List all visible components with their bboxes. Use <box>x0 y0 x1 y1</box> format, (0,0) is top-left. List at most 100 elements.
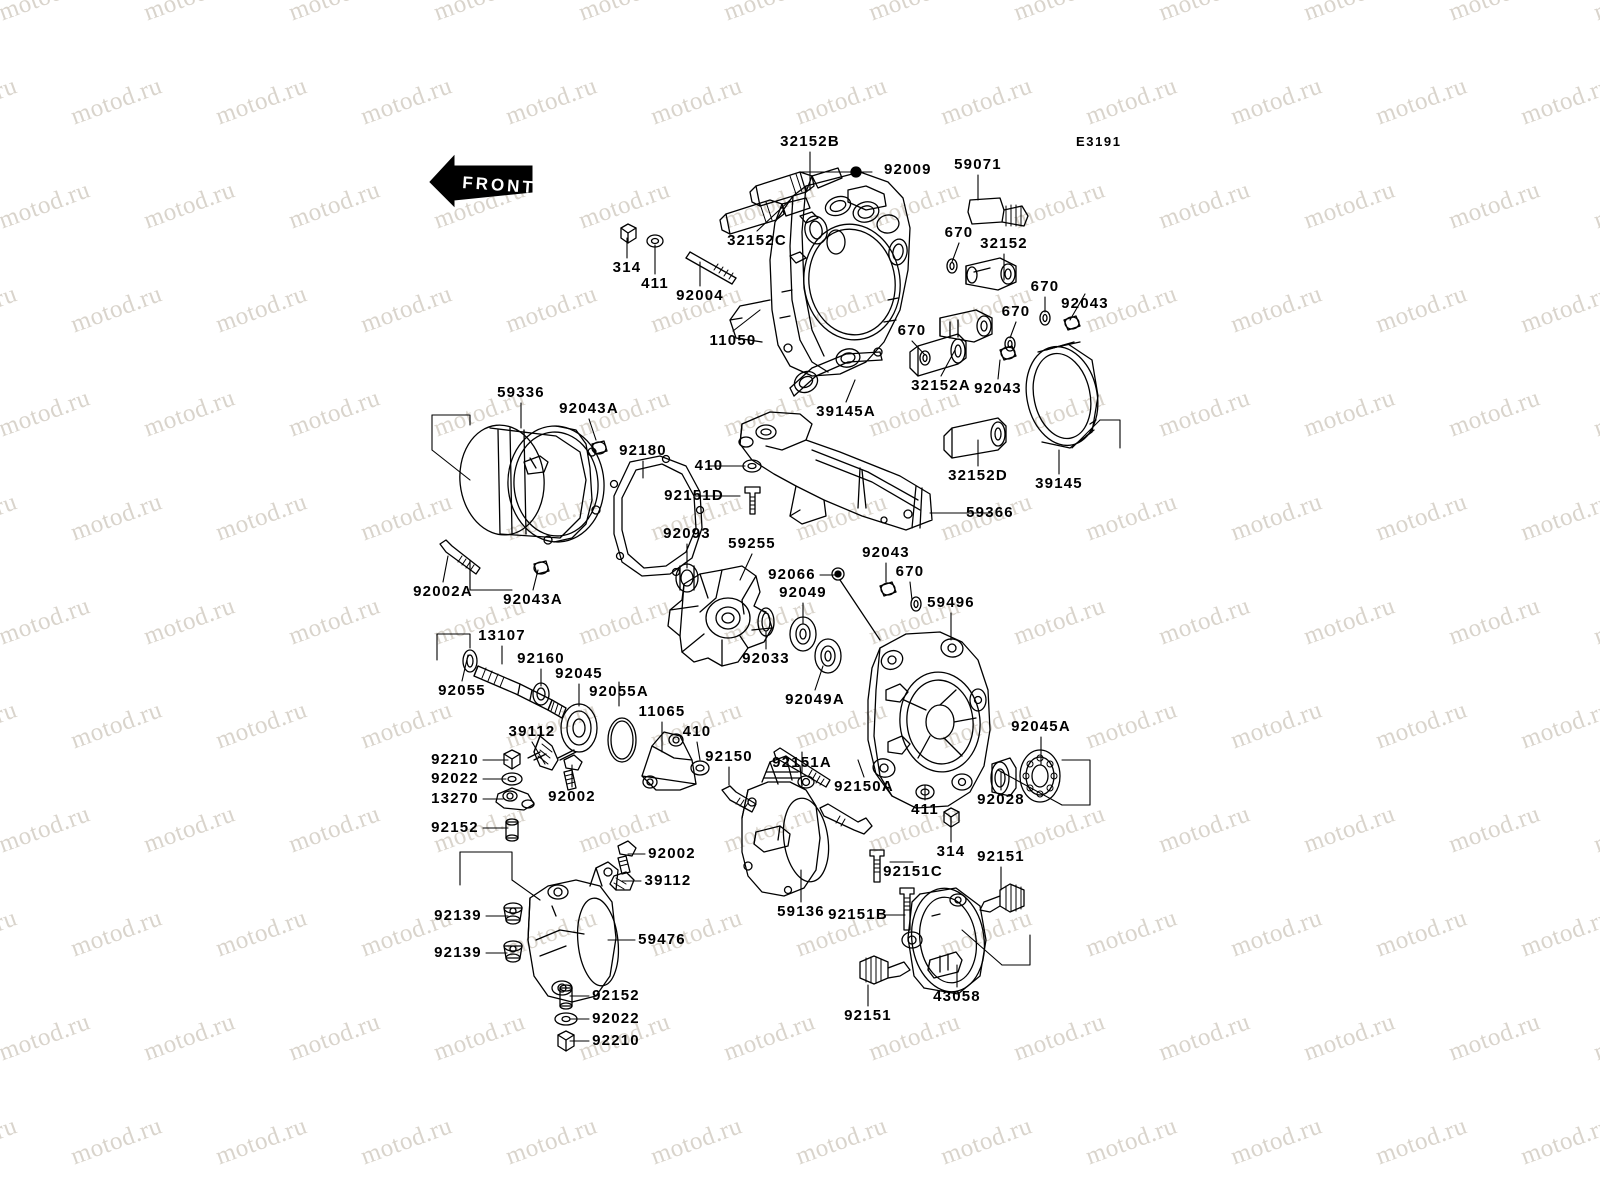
damper-92160 <box>532 682 550 706</box>
part-number-label: 32152 <box>980 235 1028 252</box>
part-number-label: 92151C <box>883 863 943 880</box>
part-number-label: 410 <box>682 723 712 740</box>
part-number-label: 92049 <box>779 584 827 601</box>
part-number-label: 670 <box>897 322 927 339</box>
part-number-label: 92180 <box>619 442 667 459</box>
hose-32152D <box>943 417 1007 459</box>
part-number-label: 92210 <box>592 1032 640 1049</box>
part-number-label: 410 <box>694 457 724 474</box>
part-number-label: 39145A <box>816 403 876 420</box>
oring-92055 <box>462 649 478 673</box>
part-number-label: 92043 <box>974 380 1022 397</box>
part-number-label: 92043A <box>559 400 619 417</box>
part-number-label: 92093 <box>663 525 711 542</box>
part-number-label: 92151 <box>977 848 1025 865</box>
diagram-code: E3191 <box>1076 134 1122 149</box>
bushing-92043-group <box>879 315 1081 597</box>
part-number-label: 92150A <box>834 778 894 795</box>
part-number-label: 670 <box>944 224 974 241</box>
part-number-label: 92152 <box>431 819 479 836</box>
bolt-92002A <box>439 539 481 575</box>
bushing-92043A-group <box>533 440 608 575</box>
fitting-92151-group <box>859 883 1025 985</box>
part-number-label: 59336 <box>497 384 545 401</box>
coupling-39145 <box>1025 341 1099 449</box>
part-number-label: 92028 <box>977 791 1025 808</box>
part-number-label: 32152D <box>948 467 1008 484</box>
part-number-label: 92002A <box>413 583 473 600</box>
part-number-label: 11065 <box>638 703 686 720</box>
part-number-label: 92045A <box>1011 718 1071 735</box>
hardware-left-column <box>495 735 583 842</box>
part-number-label: 59255 <box>728 535 776 552</box>
part-number-label: 92022 <box>431 770 479 787</box>
part-number-label: 92002 <box>548 788 596 805</box>
part-number-label: 32152B <box>780 133 840 150</box>
bearing-92045 <box>560 703 598 753</box>
hardware-steering-nozzle <box>503 902 578 1052</box>
part-number-label: 59366 <box>966 504 1014 521</box>
part-number-label: 92049A <box>785 691 845 708</box>
part-number-label: 13107 <box>478 627 526 644</box>
part-number-label: 11050 <box>709 332 757 349</box>
housing-59496 <box>867 631 991 809</box>
part-number-label: 92055 <box>438 682 486 699</box>
hardware-bracket <box>742 459 762 515</box>
part-number-label: 92151 <box>844 1007 892 1024</box>
part-number-label: 32152C <box>727 232 787 249</box>
part-number-label: 314 <box>612 259 642 276</box>
part-number-label: 670 <box>895 563 925 580</box>
bearing-92045A <box>1019 749 1061 803</box>
part-number-label: 92043 <box>862 544 910 561</box>
part-number-label: 92151A <box>772 754 832 771</box>
driveshaft-13107 <box>473 665 567 719</box>
part-number-label: 670 <box>1001 303 1031 320</box>
part-number-label: 411 <box>641 275 669 292</box>
part-number-label: 92150 <box>705 748 753 765</box>
circlip-92033 <box>757 607 775 637</box>
front-direction-marker: FRONT <box>428 146 538 208</box>
part-number-label: 59476 <box>638 931 686 948</box>
hardware-steering-top <box>609 840 637 891</box>
coupling-59071 <box>967 197 1029 227</box>
part-number-label: 411 <box>911 801 939 818</box>
hardware-top-left <box>620 223 737 285</box>
part-number-label: 59071 <box>954 156 1002 173</box>
part-number-label: 92009 <box>884 161 932 178</box>
part-number-label: 39145 <box>1035 475 1083 492</box>
pump-housing-11050 <box>729 171 911 377</box>
part-number-label: 92066 <box>768 566 816 583</box>
driveshaft-39145A <box>789 348 883 397</box>
part-number-label: 59496 <box>927 594 975 611</box>
plug-92009 <box>850 166 862 178</box>
part-number-label: 92210 <box>431 751 479 768</box>
part-number-label: 92022 <box>592 1010 640 1027</box>
bracket-59366 <box>738 411 933 531</box>
plug-92066 <box>831 567 881 641</box>
part-number-label: 92002 <box>648 845 696 862</box>
part-number-label: 92139 <box>434 944 482 961</box>
seal-92093 <box>675 563 699 593</box>
part-number-label: 92151B <box>828 906 888 923</box>
hose-32152C <box>719 197 811 235</box>
hose-32152B <box>749 167 843 207</box>
part-number-label: 92033 <box>742 650 790 667</box>
part-number-label: 92151D <box>664 487 724 504</box>
hose-32152A <box>909 333 967 377</box>
part-number-label: 39112 <box>508 723 556 740</box>
oring-670-group <box>910 258 1051 612</box>
hardware-nozzle <box>773 747 960 931</box>
coupling-32152 <box>965 257 1017 291</box>
oring-92055A <box>607 717 637 763</box>
part-number-label: 92043A <box>503 591 563 608</box>
seal-92049 <box>789 616 817 652</box>
part-number-label: 92043 <box>1061 295 1109 312</box>
part-number-label: 314 <box>936 843 966 860</box>
part-number-label: 92152 <box>592 987 640 1004</box>
cap-11065 <box>641 731 697 791</box>
part-number-label: 13270 <box>431 790 479 807</box>
part-number-label: 92139 <box>434 907 482 924</box>
nozzle-59136 <box>741 755 830 897</box>
